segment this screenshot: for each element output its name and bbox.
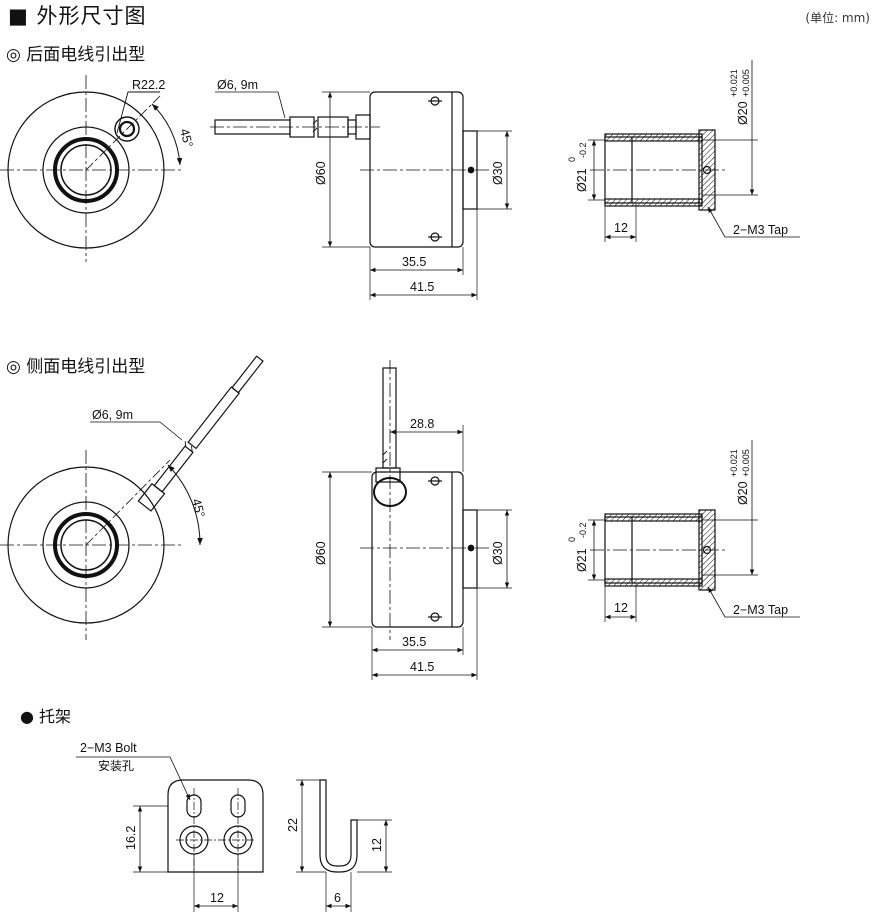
section-side-title: ◎ 侧面电线引出型 — [6, 357, 146, 377]
unit-label: (单位: mm) — [805, 11, 870, 25]
bracket-side-view — [296, 779, 392, 912]
diameter-20-rear: Ø20 — [736, 101, 750, 125]
rear-front-view — [0, 75, 183, 262]
tap-label-rear: 2−M3 Tap — [733, 223, 788, 237]
rear-side-view — [210, 91, 512, 300]
length-41-side: 41.5 — [410, 660, 434, 674]
d21-tol-up-side: 0 — [567, 537, 577, 542]
side-side-view — [322, 360, 512, 680]
length-12-side: 12 — [614, 601, 628, 615]
height-22-bracket: 22 — [286, 818, 300, 832]
height-12-bracket: 12 — [370, 838, 384, 852]
angle-label-rear: 45° — [177, 127, 195, 149]
side-shaft-view — [588, 440, 800, 622]
d20-tol-up-rear: +0.021 — [729, 69, 739, 97]
height-16-bracket: 16.2 — [124, 826, 138, 850]
diameter-20-side: Ø20 — [736, 481, 750, 505]
diameter-21-rear: Ø21 — [575, 168, 589, 192]
width-6-bracket: 6 — [334, 891, 341, 905]
bolt-label: 2−M3 Bolt — [80, 741, 137, 755]
section-bracket-title: ● 托架 — [20, 707, 72, 726]
rear-shaft-view — [588, 60, 800, 242]
d20-tol-up-side: +0.021 — [729, 449, 739, 477]
diameter-60-side: Ø60 — [314, 541, 328, 565]
page-title: ■ 外形尺寸图 — [8, 4, 147, 28]
d20-tol-dn-rear: +0.005 — [741, 69, 751, 97]
d20-tol-dn-side: +0.005 — [741, 449, 751, 477]
section-rear-title: ◎ 后面电线引出型 — [6, 45, 146, 65]
cable-label-side: Ø6, 9m — [92, 408, 133, 422]
diameter-21-side: Ø21 — [575, 548, 589, 572]
d21-tol-dn-side: -0.2 — [578, 522, 588, 538]
diameter-60-rear: Ø60 — [314, 161, 328, 185]
length-35-side: 35.5 — [402, 635, 426, 649]
length-28-side: 28.8 — [410, 417, 434, 431]
diameter-30-side: Ø30 — [491, 541, 505, 565]
hole-label: 安装孔 — [98, 758, 134, 773]
length-35-rear: 35.5 — [402, 255, 426, 269]
radius-label: R22.2 — [132, 78, 165, 92]
width-12-bracket: 12 — [210, 891, 224, 905]
d21-tol-dn-rear: -0.2 — [578, 142, 588, 158]
length-12-rear: 12 — [614, 221, 628, 235]
side-front-view — [0, 355, 264, 640]
bracket-front-view — [76, 756, 264, 912]
cable-label-rear: Ø6, 9m — [217, 78, 258, 92]
diameter-30-rear: Ø30 — [491, 161, 505, 185]
tap-label-side: 2−M3 Tap — [733, 603, 788, 617]
length-41-rear: 41.5 — [410, 280, 434, 294]
angle-label-side: 45° — [189, 497, 207, 519]
d21-tol-up-rear: 0 — [567, 157, 577, 162]
